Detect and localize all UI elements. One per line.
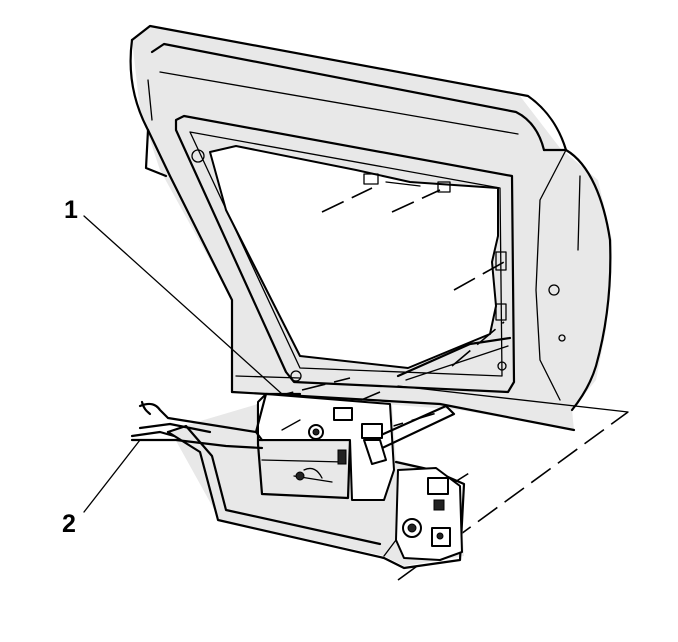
- door-shell: [129, 24, 612, 432]
- leader-line-1: [83, 215, 283, 395]
- callout-label-1: 1: [64, 196, 78, 224]
- rods-and-cables: [130, 392, 302, 450]
- callout-label-2: 2: [62, 510, 76, 538]
- leader-line-2: [83, 439, 141, 513]
- window-regulator-module: [166, 393, 466, 570]
